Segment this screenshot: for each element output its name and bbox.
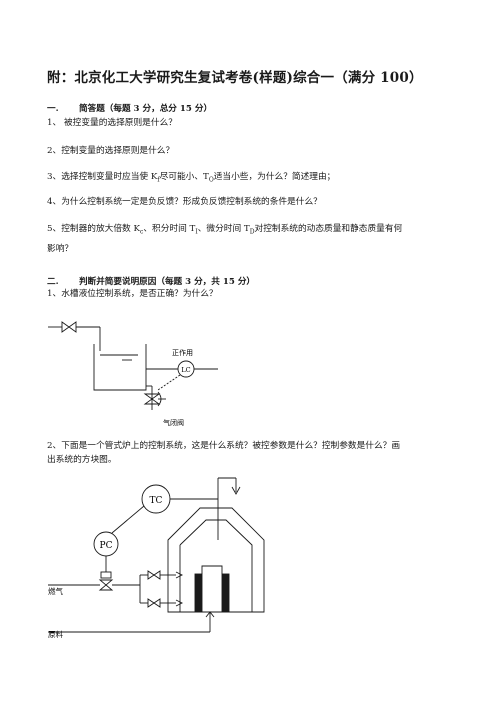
- tc-label: TC: [150, 496, 163, 506]
- tube-coil-top: [201, 565, 223, 574]
- page-title: 附：北京化工大学研究生复试考卷(样题)综合一（满分 100）: [47, 70, 423, 86]
- section1-title: 简答题（每题 3 分，总分 15 分）: [79, 104, 213, 114]
- q5-part-d: 对控制系统的动态质量和静态质量有何: [254, 224, 403, 234]
- furnace-inner-wall: [179, 519, 253, 612]
- question-1-1: 1、 被控变量的选择原则是什么？: [47, 118, 177, 128]
- furnace-outer-wall: [167, 507, 265, 613]
- question-1-4: 4、为什么控制系统一定是负反馈？形成负反馈控制系统的条件是什么？: [47, 197, 322, 207]
- question-1-5: 5、控制器的放大倍数 Kc、积分时间 TI、微分时间 TD对控制系统的动态质量和…: [47, 224, 402, 236]
- burner2-flame-icon: [175, 599, 184, 607]
- section1-number: 一.: [47, 104, 59, 114]
- inlet-valve-icon: [61, 321, 77, 333]
- burner1-valve-icon: [147, 570, 161, 580]
- tube-coil-left: [194, 573, 203, 613]
- outlet-valve-icon: [143, 393, 161, 405]
- q5-part-c: 、微分时间 T: [197, 224, 250, 234]
- pc-label: PC: [100, 541, 113, 551]
- q3-part-c: 适当小些，为什么？简述理由；: [213, 172, 336, 182]
- question-2-1: 1、水槽液位控制系统，是否正确？为什么？: [47, 289, 218, 299]
- section2-heading: 二. 判断并简要说明原因（每题 3 分，共 15 分）: [47, 275, 255, 287]
- q3-sub-o: O: [208, 176, 214, 184]
- section1-heading: 一. 简答题（每题 3 分，总分 15 分）: [47, 102, 212, 114]
- tc-to-pc-signal: [111, 505, 145, 534]
- burner1-flame-icon: [175, 571, 184, 579]
- action-label: 正作用: [172, 348, 193, 357]
- tube-coil-right: [221, 573, 230, 613]
- lc-to-valve-signal: [157, 374, 181, 391]
- question-1-2: 2、控制变量的选择原则是什么？: [47, 146, 175, 156]
- fuel-valve-actuator: [100, 571, 112, 579]
- lc-label: LC: [181, 366, 190, 374]
- question-2-2: 2、下面是一个管式炉上的控制系统，这是什么系统？被控参数是什么？控制参数是什么？…: [47, 441, 401, 451]
- q5-sub-i: I: [195, 228, 198, 236]
- section2-number: 二.: [47, 277, 59, 287]
- q5-sub-d: D: [249, 228, 255, 236]
- outlet-arrow-icon: [231, 486, 241, 495]
- q5-part-b: 、积分时间 T: [143, 224, 196, 234]
- q3-part-a: 3、选择控制变量时应当使 K: [47, 172, 158, 182]
- feed-arrow-icon: [205, 611, 215, 618]
- q5-sub-c: c: [139, 228, 144, 236]
- fuel-label: 燃气: [48, 586, 63, 596]
- valve-type-label: 气闭阀: [163, 418, 184, 427]
- q3-part-b: 尽可能小、T: [159, 172, 209, 182]
- question-2-2-line2: 出系统的方块图。: [47, 455, 117, 465]
- q5-part-a: 5、控制器的放大倍数 K: [47, 224, 140, 234]
- question-1-5-line2: 影响？: [47, 244, 74, 254]
- question-1-3: 3、选择控制变量时应当使 Kf尽可能小、TO适当小些，为什么？简述理由；: [47, 172, 335, 184]
- feed-label: 原料: [48, 629, 63, 639]
- section2-title: 判断并简要说明原因（每题 3 分，共 15 分）: [79, 277, 256, 287]
- fuel-valve-icon: [98, 579, 114, 591]
- q3-sub-f: f: [157, 176, 160, 184]
- burner2-valve-icon: [147, 598, 161, 608]
- tank-icon: [93, 344, 147, 391]
